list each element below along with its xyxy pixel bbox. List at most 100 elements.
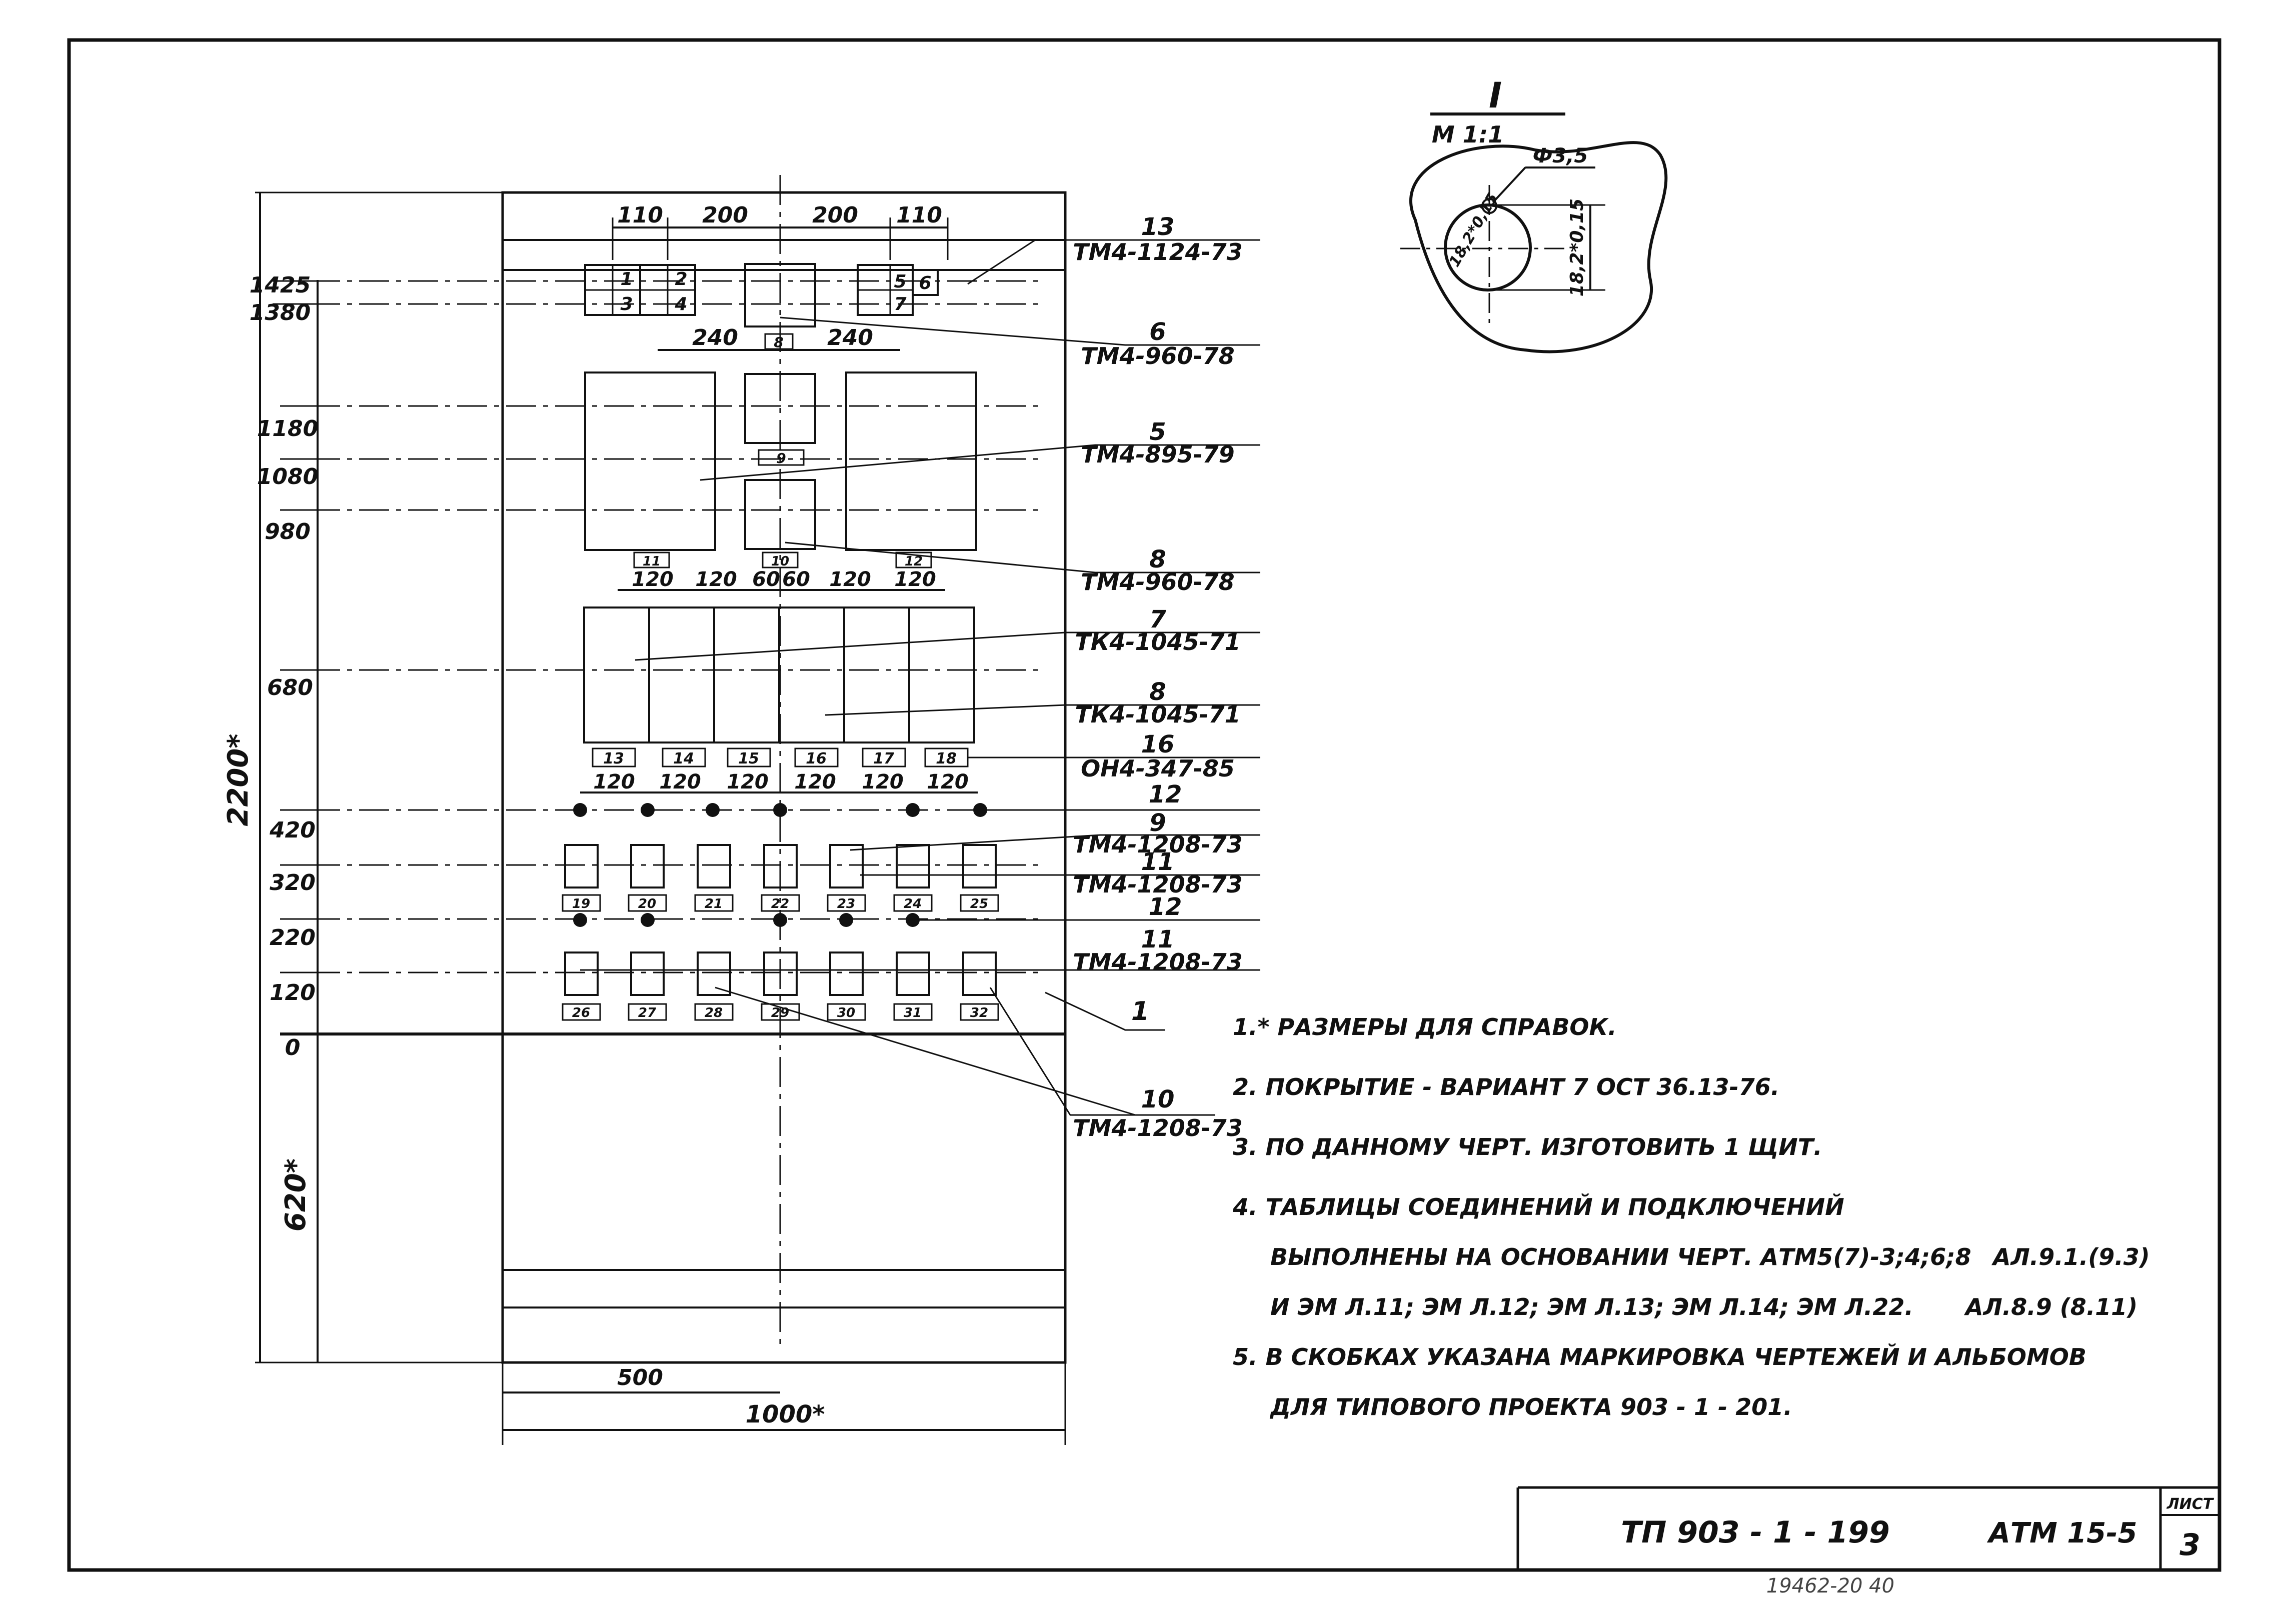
block-label-4: 4: [674, 294, 687, 314]
note-4-line3-ref: АЛ.8.9 (8.11): [1964, 1294, 2137, 1320]
detail-contour: [1409, 141, 1668, 354]
row-dim-5: 120: [862, 770, 904, 794]
block-label-1: 1: [620, 269, 633, 290]
block-label-7: 7: [894, 294, 906, 314]
small-device-lower: [744, 479, 816, 550]
group-dim-1: 120: [632, 568, 674, 591]
callout-labels: 13 ТМ4-1124-73 6 ТМ4-960-78 5 ТМ4-895-79…: [1073, 213, 1242, 1142]
row-dim-4: 120: [794, 770, 836, 794]
callout-pos-8b: 8: [1149, 678, 1166, 706]
group-dim-6: 120: [894, 568, 936, 591]
callout-code-8a: ТМ4-960-78: [1081, 568, 1234, 596]
level-1080: 1080: [257, 464, 318, 490]
note-4: 4. ТАБЛИЦЫ СОЕДИНЕНИЙ И ПОДКЛЮЧЕНИЙ: [1232, 1194, 1844, 1220]
level-680: 680: [267, 675, 313, 700]
meter-tag-14: 14: [673, 750, 694, 768]
sheet-code: АТМ 15-5: [1987, 1517, 2137, 1550]
callout-pos-10: 10: [1141, 1086, 1175, 1114]
width-half: 500: [617, 1365, 663, 1390]
switch-tag-26: 26: [572, 1006, 590, 1020]
sheet-number: 3: [2179, 1528, 2200, 1562]
sheet-label: ЛИСТ: [2166, 1496, 2214, 1513]
meter-tag-16: 16: [806, 750, 827, 768]
switch-tag-31: 31: [904, 1006, 922, 1020]
row-dim-3: 120: [727, 770, 769, 794]
detail-title: I: [1489, 75, 1502, 116]
callout-pos-13: 13: [1141, 213, 1175, 241]
callout-code-13: ТМ4-1124-73: [1073, 238, 1242, 266]
switch-row-upper: [564, 844, 997, 888]
note-5-line2: ДЛЯ ТИПОВОГО ПРОЕКТА 903 - 1 - 201.: [1269, 1394, 1792, 1420]
callout-pos-12a: 12: [1149, 780, 1182, 808]
callout-pos-11b: 11: [1141, 926, 1175, 954]
note-4-line2: ВЫПОЛНЕНЫ НА ОСНОВАНИИ ЧЕРТ. АТМ5(7)-3;4…: [1270, 1244, 1971, 1270]
top-center-device: [744, 263, 816, 328]
switch-tag-24: 24: [904, 896, 922, 912]
mid-dim-2: 240: [827, 325, 873, 350]
callout-pos-16: 16: [1141, 730, 1175, 758]
switch-tag-23: 23: [837, 896, 855, 912]
switch-tag-28: 28: [705, 1006, 723, 1020]
callout-pos-7: 7: [1149, 606, 1166, 634]
device-tag-11: 11: [643, 554, 661, 569]
note-1: 1.* РАЗМЕРЫ ДЛЯ СПРАВОК.: [1233, 1014, 1617, 1040]
lamp-row-upper: [573, 803, 987, 817]
block-label-6: 6: [919, 273, 931, 294]
meter-tag-18: 18: [936, 750, 957, 768]
callout-leaders: [580, 239, 1260, 1116]
mid-dim-1: 240: [692, 325, 738, 350]
drawing-frame: [67, 38, 2221, 1572]
top-dim-1: 110: [617, 202, 663, 228]
level-220: 220: [270, 925, 316, 950]
level-120: 120: [270, 980, 316, 1006]
note-2: 2. ПОКРЫТИЕ - ВАРИАНТ 7 ОСТ 36.13-76.: [1233, 1074, 1779, 1100]
detail-pin-circle: [1444, 204, 1532, 292]
level-1180: 1180: [257, 416, 318, 442]
large-device-left: [584, 372, 716, 551]
level-0: 0: [285, 1035, 301, 1060]
group-dim-5: 120: [829, 568, 871, 591]
callout-pos-9: 9: [1149, 809, 1166, 837]
detail-dim-b: 18,2*0,15: [1567, 198, 1587, 296]
callout-pos-1: 1: [1131, 996, 1149, 1026]
group-dim-3: 60: [752, 568, 780, 591]
row-dim-6: 120: [927, 770, 969, 794]
callout-pos-8a: 8: [1149, 546, 1166, 574]
detail-scale: М 1:1: [1432, 121, 1504, 148]
callout-pos-12b: 12: [1149, 893, 1182, 921]
note-5: 5. В СКОБКАХ УКАЗАНА МАРКИРОВКА ЧЕРТЕЖЕЙ…: [1233, 1344, 2086, 1370]
switch-tag-19: 19: [572, 896, 590, 912]
top-dim-3: 200: [812, 202, 858, 228]
device-tag-12: 12: [905, 554, 923, 569]
base-height: 620*: [280, 1158, 312, 1232]
meter-tag-15: 15: [738, 750, 759, 768]
switch-tag-22: 22: [771, 896, 789, 912]
meter-tag-17: 17: [873, 750, 894, 768]
project-code: ТП 903 - 1 - 199: [1621, 1515, 1890, 1550]
top-dim-2: 200: [702, 202, 748, 228]
top-terminal-block-right: 5 6 7: [857, 264, 939, 316]
switch-tag-30: 30: [837, 1006, 855, 1020]
level-420: 420: [269, 818, 316, 843]
device-tag-10: 10: [771, 554, 789, 569]
device-tag-9: 9: [776, 450, 786, 466]
level-980: 980: [265, 519, 311, 544]
block-label-2: 2: [675, 269, 687, 290]
callout-code-16: ОН4-347-85: [1081, 755, 1235, 782]
meter-row: [583, 606, 975, 744]
row-dim-2: 120: [659, 770, 701, 794]
callout-pos-11a: 11: [1141, 848, 1175, 876]
level-320: 320: [270, 870, 316, 896]
callout-code-7: ТК4-1045-71: [1075, 628, 1240, 656]
callout-code-6: ТМ4-960-78: [1081, 342, 1234, 370]
switch-row-lower: [564, 952, 997, 996]
detail-hole-dia: Ф3,5: [1533, 144, 1588, 168]
callout-code-9: ТМ4-1208-73: [1073, 831, 1242, 858]
callout-code-11b: ТМ4-1208-73: [1073, 948, 1242, 976]
level-1380: 1380: [250, 300, 311, 326]
meter-tag-13: 13: [603, 750, 624, 768]
switch-tag-32: 32: [970, 1006, 988, 1020]
height-total: 2200*: [222, 734, 255, 826]
switch-tag-27: 27: [638, 1006, 657, 1020]
switch-tag-20: 20: [638, 896, 656, 912]
